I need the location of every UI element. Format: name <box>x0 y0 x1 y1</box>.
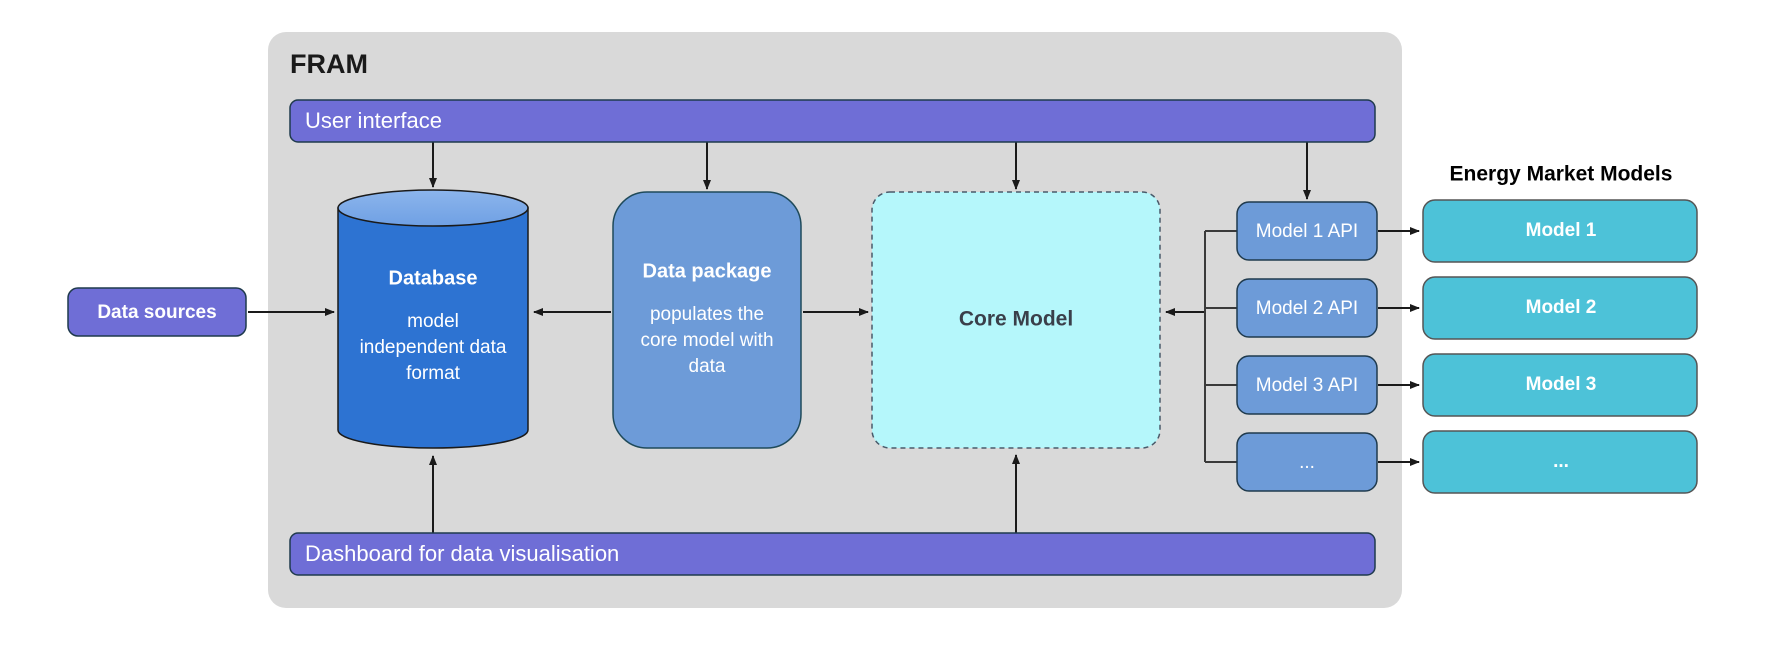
data-sources-label: Data sources <box>97 302 216 323</box>
market-model-3-shape[interactable] <box>1422 353 1698 417</box>
market-model-2-shape[interactable] <box>1422 276 1698 340</box>
model-n-api-label: ... <box>1299 452 1315 473</box>
model-3-api-node[interactable]: Model 3 API <box>1236 355 1378 415</box>
model-2-api-label: Model 2 API <box>1256 298 1358 319</box>
market-model-n-label: ... <box>1553 451 1569 472</box>
model-1-api-label: Model 1 API <box>1256 221 1358 242</box>
market-model-2-label: Model 2 <box>1526 297 1597 318</box>
market-model-n-shape[interactable] <box>1422 430 1698 494</box>
data-sources-node[interactable]: Data sources <box>67 287 247 337</box>
core-model-node[interactable]: Core Model <box>871 191 1161 449</box>
data-sources-shape[interactable] <box>67 287 247 337</box>
data-package-subtitle-line-1: populates the <box>650 304 764 325</box>
model-1-api-shape[interactable] <box>1236 201 1378 261</box>
data-package-node[interactable]: Data package populates the core model wi… <box>612 191 802 449</box>
database-title: Database <box>389 267 478 289</box>
dashboard-label: Dashboard for data visualisation <box>305 541 619 566</box>
energy-market-models-header: Energy Market Models <box>1450 163 1673 186</box>
model-2-api-node[interactable]: Model 2 API <box>1236 278 1378 338</box>
model-3-api-label: Model 3 API <box>1256 375 1358 396</box>
dashboard-bar[interactable]: Dashboard for data visualisation <box>289 532 1376 576</box>
model-2-api-shape[interactable] <box>1236 278 1378 338</box>
data-package-title: Data package <box>643 260 772 282</box>
core-model-shape[interactable] <box>871 191 1161 449</box>
model-3-api-shape[interactable] <box>1236 355 1378 415</box>
model-n-api-node[interactable]: ... <box>1236 432 1378 492</box>
market-model-3-node[interactable]: Model 3 <box>1422 353 1698 417</box>
market-model-1-shape[interactable] <box>1422 199 1698 263</box>
data-package-shape[interactable] <box>612 191 802 449</box>
data-package-subtitle-line-3: data <box>689 356 726 377</box>
market-model-1-label: Model 1 <box>1526 220 1597 241</box>
market-model-2-node[interactable]: Model 2 <box>1422 276 1698 340</box>
dashboard-bar-shape[interactable] <box>289 532 1376 576</box>
data-package-subtitle-line-2: core model with <box>640 330 773 351</box>
database-cylinder-body[interactable] <box>337 207 529 449</box>
model-n-api-shape[interactable] <box>1236 432 1378 492</box>
database-subtitle-line-3: format <box>406 363 461 384</box>
market-model-1-node[interactable]: Model 1 <box>1422 199 1698 263</box>
user-interface-label: User interface <box>305 108 442 133</box>
core-model-label: Core Model <box>959 308 1073 331</box>
database-subtitle-line-1: model <box>407 311 459 332</box>
user-interface-bar[interactable]: User interface <box>289 99 1376 143</box>
fram-title: FRAM <box>290 49 368 79</box>
market-model-n-node[interactable]: ... <box>1422 430 1698 494</box>
database-subtitle-line-2: independent data <box>360 337 507 358</box>
market-model-3-label: Model 3 <box>1526 374 1597 395</box>
model-1-api-node[interactable]: Model 1 API <box>1236 201 1378 261</box>
user-interface-bar-shape[interactable] <box>289 99 1376 143</box>
database-cylinder-top <box>337 189 529 227</box>
database-node[interactable]: Database model independent data format <box>337 189 529 449</box>
fram-container <box>268 32 1402 608</box>
